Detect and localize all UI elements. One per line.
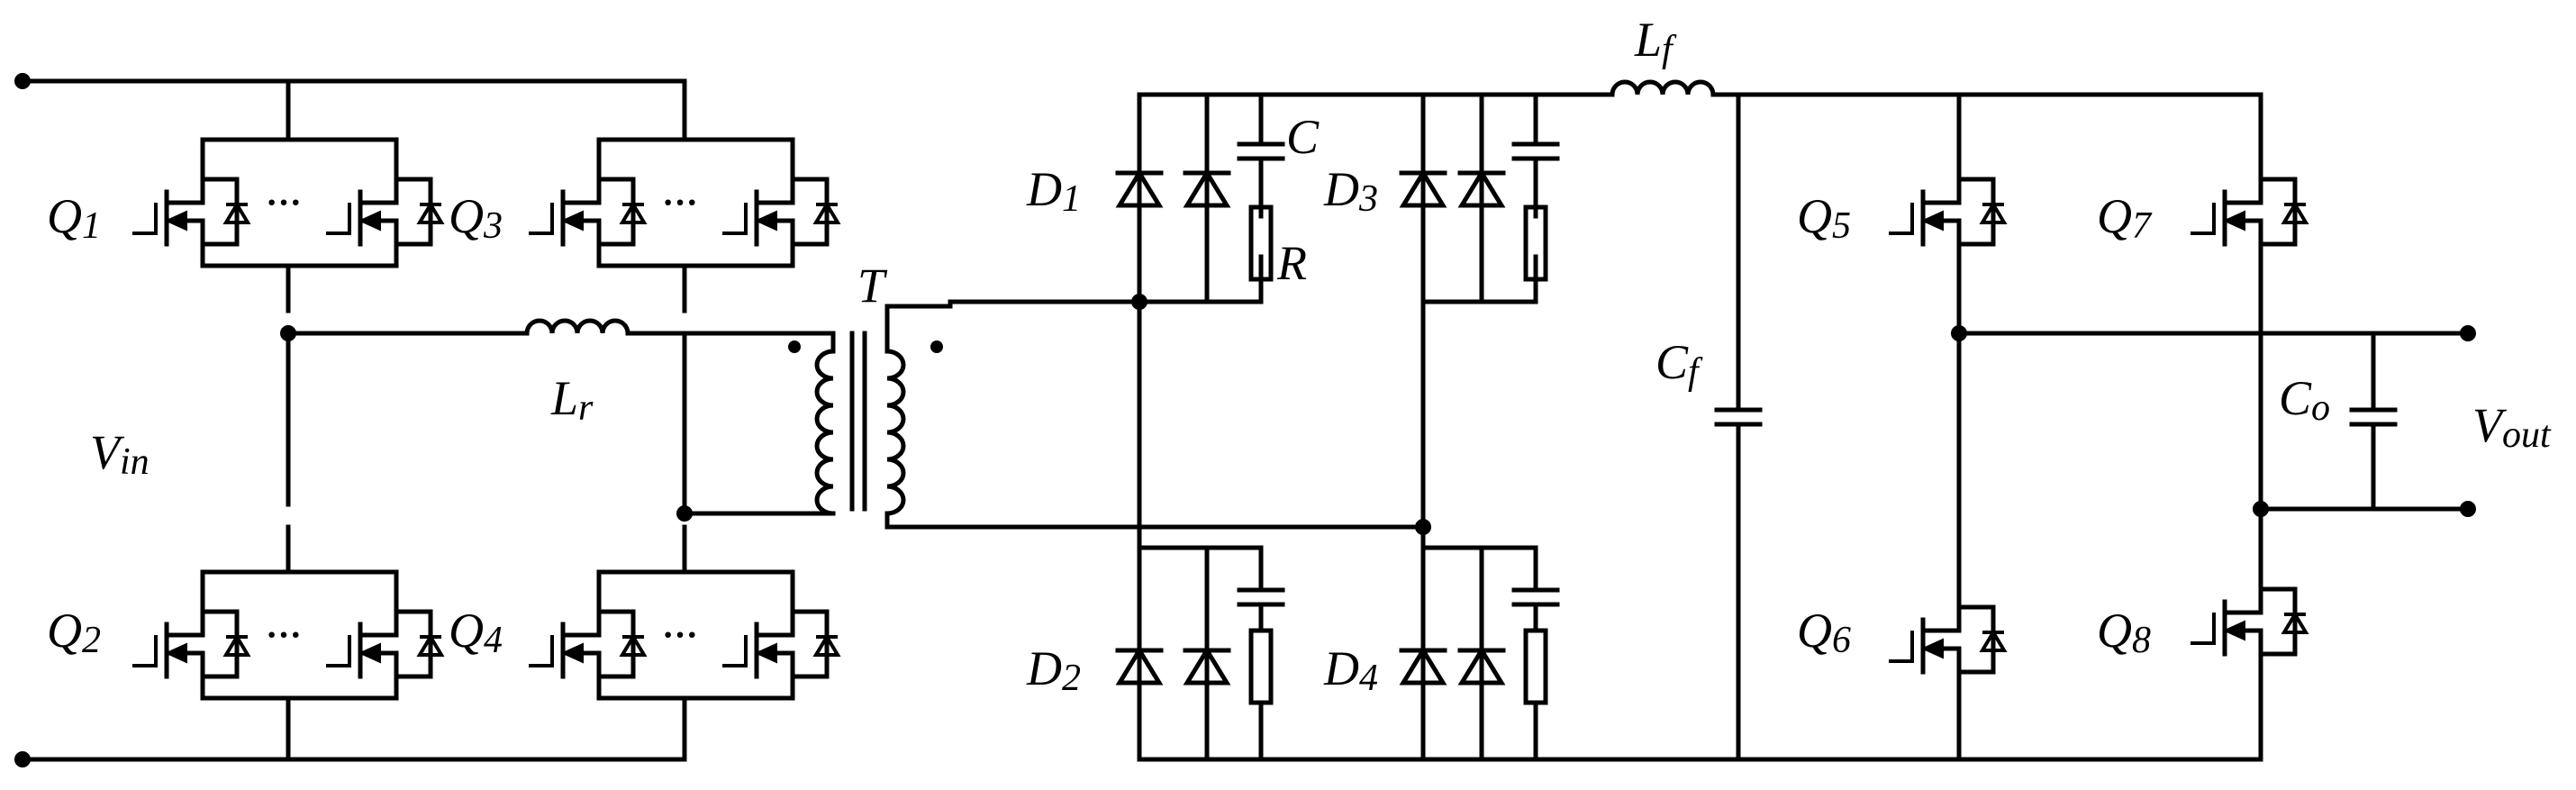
filter-capacitor-cf xyxy=(1717,410,1760,424)
label-d2: D2 xyxy=(1026,641,1081,699)
transformer-t xyxy=(682,299,953,530)
label-d3: D3 xyxy=(1323,162,1378,220)
diode-rectifier xyxy=(948,92,1741,762)
output-h-bridge xyxy=(1889,92,2476,762)
label-lr: Lr xyxy=(550,371,594,429)
q5-switch xyxy=(1889,167,2004,257)
label-d1: D1 xyxy=(1026,162,1081,220)
label-cf: Cf xyxy=(1655,335,1703,393)
label-co: Co xyxy=(2279,371,2330,429)
q6-switch xyxy=(1889,595,2004,685)
q8-switch xyxy=(2191,577,2306,667)
label-r: R xyxy=(1276,236,1307,290)
resonant-inductor-lr xyxy=(286,318,836,354)
label-q3: Q3 xyxy=(449,189,503,247)
parallel-ellipsis-q3: ··· xyxy=(662,182,698,222)
label-q4: Q4 xyxy=(449,604,503,661)
label-c: C xyxy=(1286,110,1320,164)
input-h-bridge xyxy=(14,73,838,767)
label-vin: Vin xyxy=(90,425,150,483)
label-d4: D4 xyxy=(1323,641,1378,699)
label-q8: Q8 xyxy=(2097,604,2151,661)
label-q1: Q1 xyxy=(47,189,101,247)
label-q6: Q6 xyxy=(1797,604,1851,661)
label-q7: Q7 xyxy=(2097,189,2153,247)
label-q5: Q5 xyxy=(1797,189,1851,247)
parallel-ellipsis-q2: ··· xyxy=(266,614,302,655)
label-q2: Q2 xyxy=(47,604,101,661)
q7-switch xyxy=(2191,167,2306,257)
snubber-capacitor-c xyxy=(1239,144,1283,159)
parallel-ellipsis-q4: ··· xyxy=(662,614,698,655)
parallel-ellipsis-q1: ··· xyxy=(266,182,302,222)
label-lf: Lf xyxy=(1634,13,1677,70)
output-filter xyxy=(1610,79,2263,762)
output-capacitor-co xyxy=(2352,410,2395,424)
label-vout: Vout xyxy=(2472,398,2552,456)
label-t: T xyxy=(857,259,888,313)
